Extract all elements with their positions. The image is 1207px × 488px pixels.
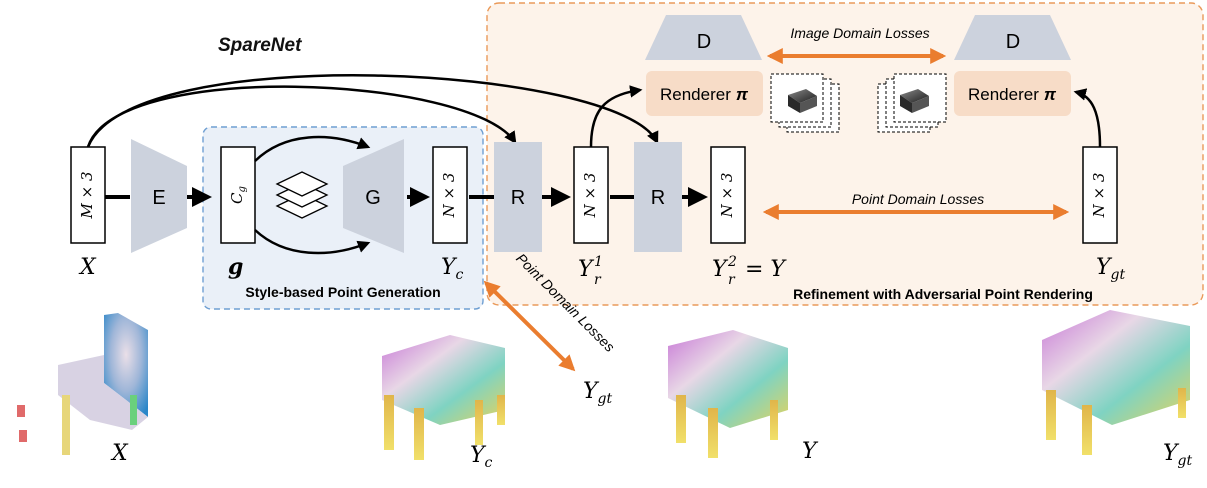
rendered-images-left bbox=[770, 73, 840, 133]
gt-tensor-box bbox=[1082, 146, 1118, 244]
discriminator-right bbox=[954, 15, 1071, 60]
rendered-images-right bbox=[877, 73, 947, 133]
coarse-tensor-label: N × 3 bbox=[440, 173, 458, 219]
render-arrows bbox=[589, 85, 1102, 148]
style-arrows bbox=[254, 135, 371, 255]
point-cloud-coarse bbox=[382, 335, 505, 460]
code-tensor-label: Cg bbox=[228, 186, 248, 204]
symbol-g: g bbox=[228, 254, 243, 280]
input-tensor-box bbox=[70, 146, 106, 244]
refiner-label-2: R bbox=[651, 187, 665, 209]
discriminator-left-label: D bbox=[697, 31, 711, 53]
point-cloud-output bbox=[668, 330, 788, 458]
symbol-yr2: Y 2 r = Y bbox=[712, 254, 787, 288]
generator-label: G bbox=[365, 187, 381, 209]
discriminator-left bbox=[645, 15, 762, 60]
svg-text:r: r bbox=[728, 272, 736, 288]
point-loss-diag-arrow bbox=[483, 280, 576, 372]
caption-ygt: Ygt bbox=[1163, 441, 1192, 469]
refiner-label-1: R bbox=[511, 187, 525, 209]
refiner-block-1 bbox=[494, 142, 542, 252]
refined2-tensor-box bbox=[710, 146, 746, 244]
encoder-block bbox=[131, 139, 187, 253]
point-cloud-gt bbox=[1042, 310, 1190, 455]
caption-yc: Yc bbox=[470, 443, 493, 471]
svg-text:1: 1 bbox=[594, 254, 603, 270]
discriminator-right-label: D bbox=[1006, 31, 1020, 53]
point-cloud-input bbox=[17, 313, 148, 455]
symbol-ygt-diag: Ygt bbox=[583, 379, 612, 407]
point-loss-label: Point Domain Losses bbox=[852, 191, 984, 207]
renderer-right bbox=[954, 71, 1071, 116]
image-loss-label: Image Domain Losses bbox=[790, 25, 929, 41]
symbol-x: X bbox=[78, 255, 97, 280]
caption-x: X bbox=[110, 441, 129, 466]
renderer-left bbox=[646, 71, 763, 116]
symbol-ygt-top: Ygt bbox=[1096, 255, 1125, 283]
svg-text:2: 2 bbox=[727, 254, 737, 270]
refiner-block-2 bbox=[634, 142, 682, 252]
svg-text:r: r bbox=[594, 272, 602, 288]
refine-region-label: Refinement with Adversarial Point Render… bbox=[793, 286, 1093, 302]
gt-tensor-label: N × 3 bbox=[1090, 173, 1108, 219]
generator-block bbox=[343, 139, 404, 253]
diagram-title: SpareNet bbox=[218, 35, 302, 56]
skip-connections bbox=[86, 74, 659, 148]
style-region-label: Style-based Point Generation bbox=[245, 284, 440, 300]
layers-icon bbox=[275, 171, 329, 219]
encoder-label: E bbox=[152, 187, 165, 209]
caption-y: Y bbox=[802, 439, 819, 464]
symbol-yr1: Y 1 r bbox=[578, 254, 603, 288]
refined2-tensor-label: N × 3 bbox=[718, 173, 736, 219]
svg-text:Y: Y bbox=[712, 257, 729, 282]
input-tensor-label: M × 3 bbox=[78, 171, 96, 219]
code-tensor-box bbox=[220, 146, 256, 244]
svg-text:= Y: = Y bbox=[745, 257, 787, 282]
coarse-tensor-box bbox=[432, 146, 468, 244]
refined1-tensor-box bbox=[573, 146, 609, 244]
symbol-yc: Yc bbox=[441, 255, 464, 283]
svg-text:Y: Y bbox=[578, 257, 595, 282]
refined1-tensor-label: N × 3 bbox=[581, 173, 599, 219]
